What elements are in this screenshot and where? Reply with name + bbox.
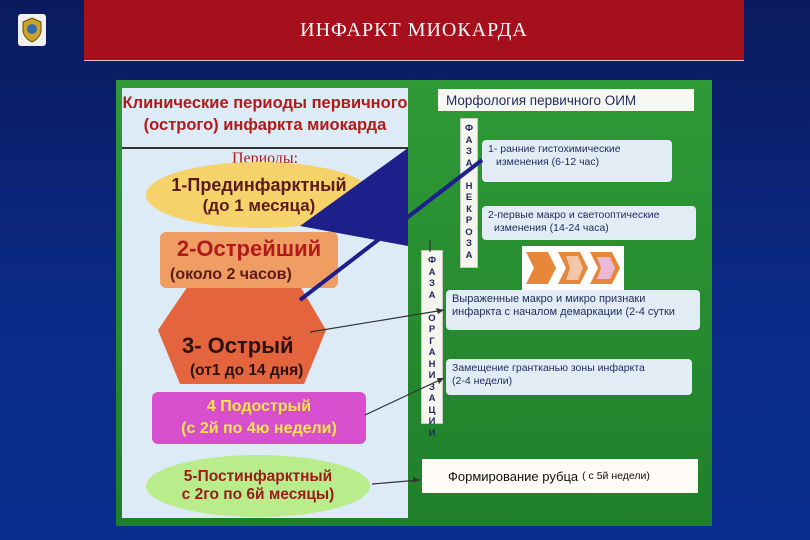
period-3-duration: (от1 до 14 дня) bbox=[190, 362, 304, 379]
heading-line1: Клинические периоды первичного bbox=[122, 94, 408, 112]
stage-box-1: 1- ранние гистохимические изменения (6-1… bbox=[482, 140, 672, 182]
connector-line bbox=[298, 158, 484, 302]
heading-line2: (острого) инфаркта миокарда bbox=[143, 116, 387, 134]
stage-4-line2: (2-4 недели) bbox=[452, 375, 513, 387]
period-5-ellipse: 5-Постинфарктный с 2го по 6й месяцы) bbox=[146, 455, 370, 517]
period-2-duration: (около 2 часов) bbox=[170, 266, 292, 283]
stage-3-line2: инфаркта с началом демаркации (2-4 сутки bbox=[452, 306, 675, 318]
period-1-duration: (до 1 месяца) bbox=[202, 195, 316, 215]
arrow-line-2 bbox=[364, 377, 445, 416]
necrosis_strip-letter: Ф bbox=[464, 123, 474, 134]
organization_strip-letter: А bbox=[428, 347, 436, 358]
necrosis_strip-letter: К bbox=[466, 203, 472, 215]
stage-box-2: 2-первые макро и светооптические изменен… bbox=[482, 206, 696, 240]
stage-box-3: Выраженные макро и микро признаки инфарк… bbox=[446, 290, 700, 330]
organization_strip-letter: И bbox=[428, 370, 436, 381]
stage-1-line1: 1- ранние гистохимические bbox=[488, 143, 621, 155]
necrosis_strip-letter: Р bbox=[465, 215, 473, 226]
organization_strip-letter: О bbox=[428, 312, 436, 324]
necrosis_strip-letter: О bbox=[465, 226, 473, 238]
period-4-label: 4 Подострый bbox=[206, 398, 312, 415]
organization_strip-letter: Г bbox=[429, 335, 435, 347]
necrosis_strip-letter: А bbox=[465, 134, 473, 146]
stage-2-line2: изменения (14-24 часа) bbox=[494, 222, 609, 234]
scar-formation-note: ( с 5й недели) bbox=[582, 470, 650, 482]
period-5-duration: с 2го по 6й месяцы) bbox=[181, 486, 335, 503]
emblem-icon bbox=[18, 14, 46, 46]
organization_strip-letter: А bbox=[428, 393, 436, 404]
necrosis_strip-letter: А bbox=[465, 157, 473, 169]
stage-1-line2: изменения (6-12 час) bbox=[496, 156, 600, 168]
necrosis_strip-letter: Н bbox=[465, 180, 473, 192]
organization_strip-letter: З bbox=[429, 381, 435, 393]
necrosis_strip-letter: З bbox=[466, 238, 472, 249]
arrow-line-3 bbox=[371, 479, 421, 485]
arrowhead-1 bbox=[436, 308, 444, 314]
necrosis_strip-letter: Е bbox=[465, 192, 473, 203]
organization_strip-letter: З bbox=[429, 278, 435, 289]
period-2-label: 2-Острейший bbox=[176, 236, 322, 261]
period-2-box: 2-Острейший (около 2 часов) bbox=[160, 232, 338, 288]
period-1-label: 1-Прединфарктный bbox=[171, 174, 347, 195]
period-4-box: 4 Подострый (с 2й по 4ю недели) bbox=[152, 392, 366, 444]
title-bar: ИНФАРКТ МИОКАРДА bbox=[84, 0, 744, 61]
organization_strip-letter: А bbox=[428, 289, 436, 301]
stage-4-line1: Замещение грантканью зоны инфаркта bbox=[452, 362, 645, 374]
period-4-duration: (с 2й по 4ю недели) bbox=[181, 420, 337, 437]
organization_strip-letter: А bbox=[428, 266, 436, 278]
slide-title: ИНФАРКТ МИОКАРДА bbox=[300, 18, 528, 41]
period-1-ellipse: 1-Прединфарктный (до 1 месяца) bbox=[146, 162, 372, 228]
stage-3-line1: Выраженные макро и микро признаки bbox=[452, 293, 646, 305]
arrowhead-2 bbox=[437, 378, 444, 384]
organization_strip-letter: Н bbox=[428, 358, 436, 370]
organization_strip-letter: Ф bbox=[427, 255, 437, 266]
divider bbox=[122, 147, 408, 149]
organization_strip-letter: Р bbox=[428, 324, 436, 335]
wedge-shape bbox=[300, 148, 408, 246]
heart-stages-graphic bbox=[522, 246, 624, 290]
arrow-line-1 bbox=[309, 309, 445, 333]
necrosis_strip-letter: З bbox=[466, 146, 472, 157]
clinical-periods-heading: Клинические периоды первичного (острого)… bbox=[122, 92, 408, 136]
organization_strip-letter: И bbox=[428, 416, 436, 427]
arrowhead-3 bbox=[413, 477, 420, 483]
period-3-label: 3- Острый bbox=[182, 333, 294, 358]
stage-box-4: Замещение грантканью зоны инфаркта (2-4 … bbox=[446, 359, 692, 395]
scar-formation-box: Формирование рубца ( с 5й недели) bbox=[422, 459, 698, 493]
organization_strip-letter: И bbox=[428, 427, 436, 439]
stage-2-line1: 2-первые макро и светооптические bbox=[488, 209, 660, 221]
organization_strip-letter: Ц bbox=[428, 404, 436, 416]
morphology-title: Морфология первичного ОИМ bbox=[438, 89, 694, 111]
necrosis_strip-letter: А bbox=[465, 249, 473, 261]
period-5-label: 5-Постинфарктный bbox=[183, 468, 333, 485]
scar-formation-label: Формирование рубца bbox=[448, 468, 579, 484]
